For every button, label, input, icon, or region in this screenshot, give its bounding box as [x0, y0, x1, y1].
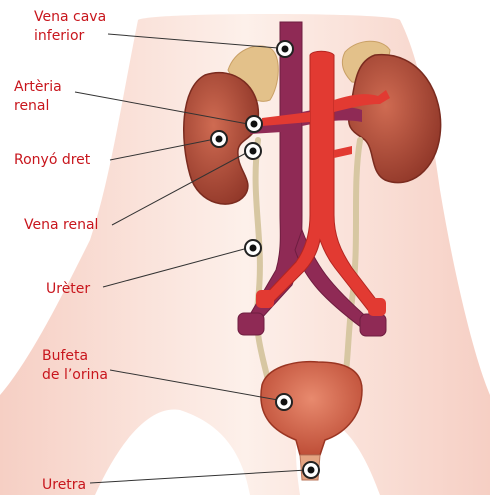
label-vena-renal: Vena renal [24, 216, 98, 235]
label-uretra: Uretra [42, 476, 86, 495]
marker-uretra [303, 462, 319, 478]
marker-vena-renal [245, 143, 261, 159]
marker-arteria-renal [246, 116, 262, 132]
label-bufeta-de-l-orina: Bufeta de l’orina [42, 347, 108, 385]
marker-ureter [245, 240, 261, 256]
artery-end-left [256, 290, 274, 308]
marker-bufeta [276, 394, 292, 410]
label-arteria-renal: Artèria renal [14, 78, 62, 116]
label-ureter: Urèter [46, 280, 90, 299]
artery-end-right [368, 298, 386, 316]
label-vena-cava-inferior: Vena cava inferior [34, 8, 106, 46]
vein-end-right [360, 314, 386, 336]
label-ronyo-dret: Ronyó dret [14, 151, 90, 170]
marker-ronyo-dret [211, 131, 227, 147]
marker-vena-cava [277, 41, 293, 57]
vein-end-left [238, 313, 264, 335]
